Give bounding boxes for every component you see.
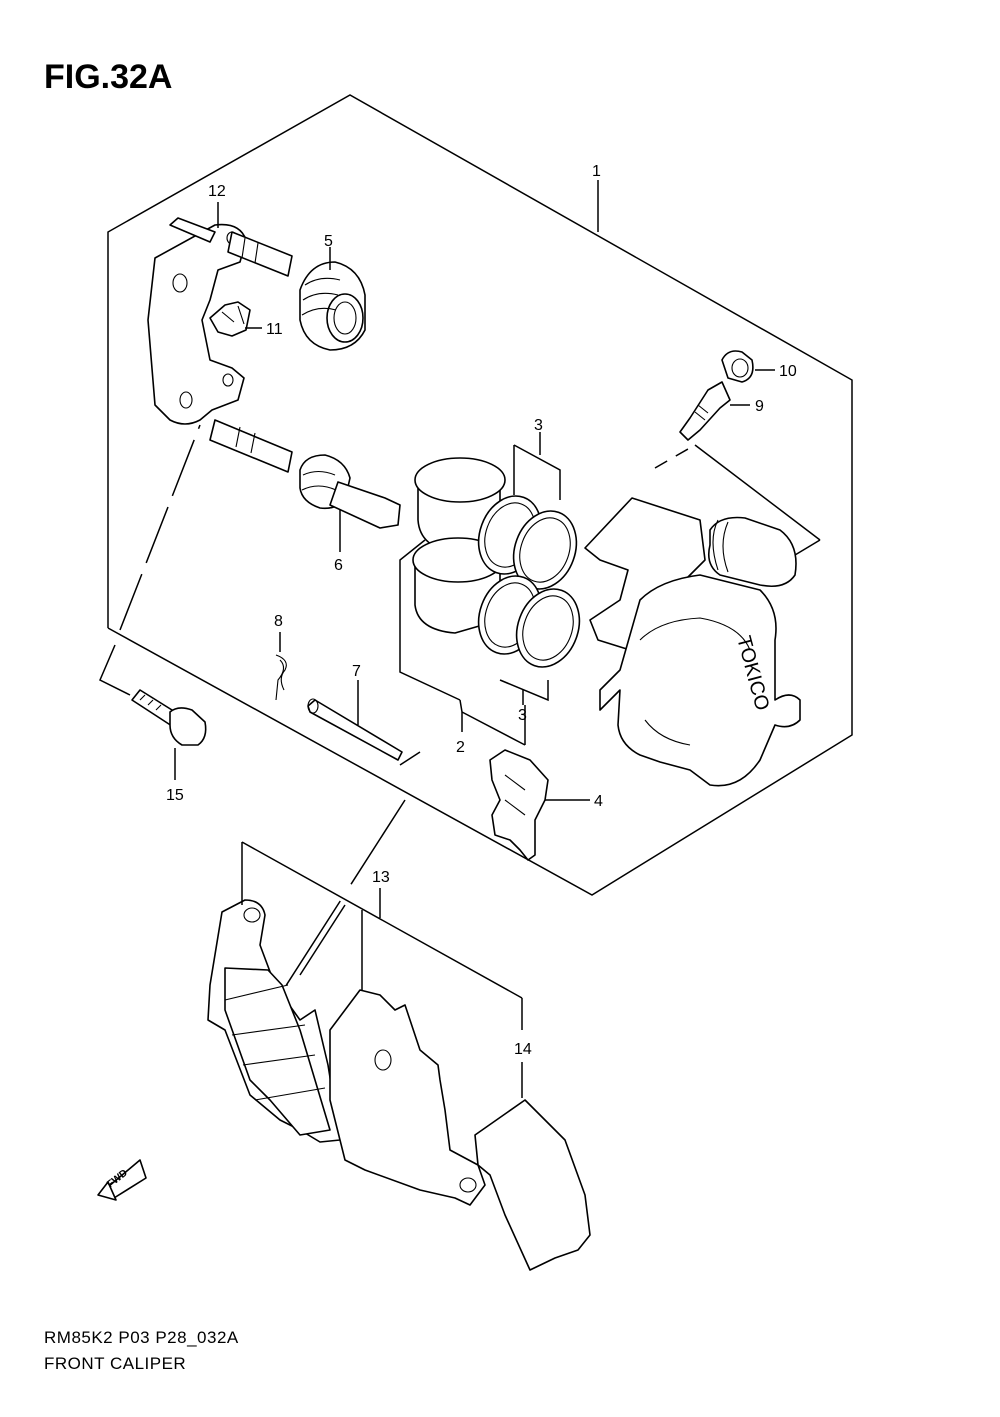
callout-13: 13	[372, 869, 390, 886]
figure-title: FIG.32A	[44, 58, 173, 96]
callout-1: 1	[592, 163, 601, 180]
callout-9: 9	[755, 398, 764, 415]
r-clip	[275, 654, 287, 701]
callout-7: 7	[352, 663, 361, 680]
leader-lines	[99, 180, 821, 1098]
callout-8: 8	[274, 613, 283, 630]
assembly-boundary	[107, 94, 853, 896]
caliper-body: TOKICO	[584, 497, 801, 787]
callout-15: 15	[166, 787, 184, 804]
brake-pad-left	[207, 899, 341, 1143]
forward-direction-arrow: FWD	[97, 1159, 147, 1201]
bleeder-cap	[721, 350, 754, 383]
callout-labels: 1 2 3 3 4 5 6 7 8 9 10 11 12 13 14 15	[166, 163, 797, 1058]
brake-pad-right	[329, 989, 591, 1271]
figure-code: RM85K2 P03 P28_032A	[44, 1328, 239, 1347]
caliper-bracket	[147, 217, 293, 473]
mounting-bolt	[131, 689, 207, 746]
dust-boot	[299, 261, 366, 351]
callout-5: 5	[324, 233, 333, 250]
callout-10: 10	[779, 363, 797, 380]
callout-6: 6	[334, 557, 343, 574]
pad-spring	[489, 749, 549, 861]
caliper-slide-pin	[299, 454, 401, 529]
pad-pin	[307, 698, 403, 761]
piston-seals	[477, 495, 581, 668]
callout-12: 12	[208, 183, 226, 200]
callout-4: 4	[594, 793, 603, 810]
callout-3-upper: 3	[534, 417, 543, 434]
callout-14: 14	[514, 1041, 532, 1058]
pad-spring-clip	[209, 301, 251, 337]
figure-name: FRONT CALIPER	[44, 1354, 187, 1373]
bleeder-screw	[679, 381, 731, 441]
callout-3-lower: 3	[518, 707, 527, 724]
callout-11: 11	[266, 321, 283, 338]
callout-2: 2	[456, 739, 465, 756]
